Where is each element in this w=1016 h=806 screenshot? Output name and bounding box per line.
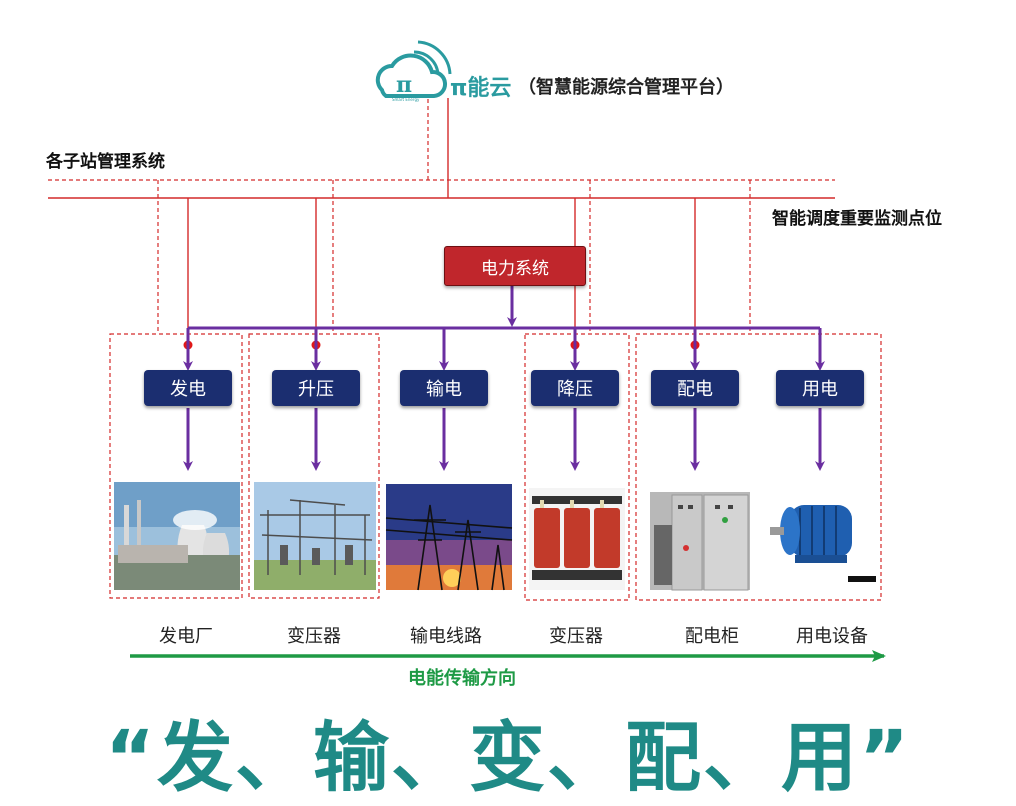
- cloud-logo-icon: π Smart Energy: [375, 40, 452, 102]
- stage-label: 输电: [426, 379, 462, 400]
- stage-label: 用电: [802, 379, 838, 400]
- caption-step-up-transformer: 变压器: [287, 626, 341, 647]
- power-flow-lines: [183, 286, 825, 471]
- logo-brand-name: π能云: [450, 76, 512, 101]
- stage-box-yongdian: 用电: [776, 370, 864, 406]
- caption-power-plant: 发电厂: [159, 626, 213, 647]
- svg-text:π: π: [396, 72, 412, 98]
- caption-transmission-line: 输电线路: [410, 626, 482, 647]
- stage-label: 配电: [677, 379, 713, 400]
- substation-dashed-lines: [48, 98, 882, 601]
- logo-subtitle: （智慧能源综合管理平台）: [518, 77, 734, 98]
- stage-label: 发电: [170, 379, 206, 400]
- electric-motor-image: [764, 492, 878, 588]
- transformer-image: [529, 488, 625, 590]
- stage-box-fadian: 发电: [144, 370, 232, 406]
- transmission-tower-image: [385, 484, 513, 591]
- slogan: “发、输、变、配、用”: [105, 713, 911, 802]
- power-system-label: 电力系统: [481, 258, 549, 279]
- stage-label: 降压: [557, 379, 593, 400]
- caption-distribution-cabinet: 配电柜: [685, 626, 739, 647]
- monitoring-lines: [48, 98, 835, 344]
- caption-electrical-equipment: 用电设备: [796, 626, 868, 647]
- svg-text:Smart Energy: Smart Energy: [392, 97, 420, 102]
- transmission-direction-label: 电能传输方向: [408, 668, 516, 689]
- caption-step-down-transformer: 变压器: [549, 626, 603, 647]
- monitoring-points: [183, 340, 700, 350]
- stage-label: 升压: [298, 379, 334, 400]
- stage-box-jiangya: 降压: [531, 370, 619, 406]
- monitoring-points-label: 智能调度重要监测点位: [772, 209, 942, 229]
- stage-box-peidian: 配电: [651, 370, 739, 406]
- stage-box-shengya: 升压: [272, 370, 360, 406]
- switchgear-cabinet-image: [650, 492, 750, 591]
- stage-box-shudian: 输电: [400, 370, 488, 406]
- substation-system-label: 各子站管理系统: [46, 152, 165, 172]
- power-plant-image: [114, 482, 240, 590]
- power-system-box: 电力系统: [444, 246, 586, 286]
- substation-image: [254, 482, 376, 590]
